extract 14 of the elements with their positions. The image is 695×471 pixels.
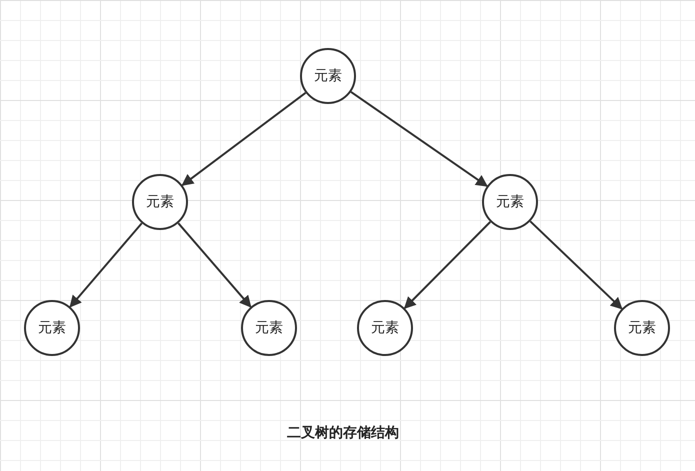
- arrow: [404, 221, 491, 309]
- arrow: [350, 91, 488, 187]
- arrow: [530, 220, 623, 310]
- arrow: [69, 222, 143, 308]
- element-circle: 元素: [614, 300, 670, 356]
- element-circle: 元素: [132, 174, 188, 230]
- element-circle: 元素: [24, 300, 80, 356]
- element-circle: 元素: [241, 300, 297, 356]
- element-circle: 元素: [357, 300, 413, 356]
- arrow: [181, 92, 306, 186]
- element-circle: 元素: [300, 48, 356, 104]
- element-circle: 元素: [482, 174, 538, 230]
- caption: 二叉树的存储结构: [287, 425, 399, 441]
- arrow: [178, 222, 252, 308]
